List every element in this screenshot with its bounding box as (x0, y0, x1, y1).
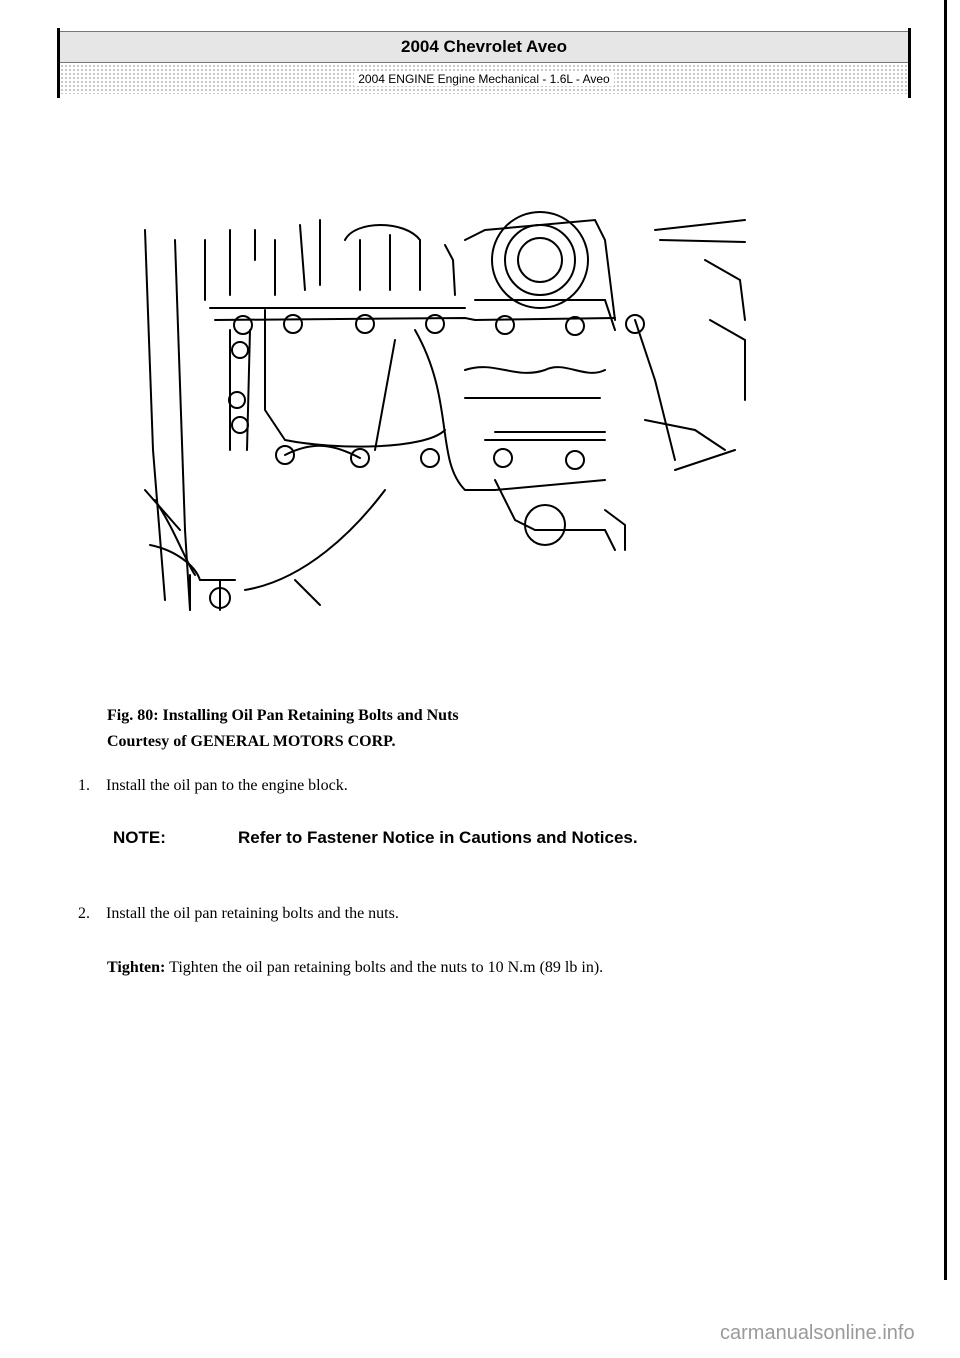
step-text: Install the oil pan retaining bolts and … (106, 905, 399, 922)
step-number: 1. (78, 777, 90, 794)
step-number: 2. (78, 905, 90, 922)
footer-watermark[interactable]: carmanualsonline.info (720, 1322, 915, 1344)
note-text: Refer to Fastener Notice in Cautions and… (238, 828, 638, 847)
tighten-instruction: Tighten: Tighten the oil pan retaining b… (107, 957, 603, 979)
step-text: Install the oil pan to the engine block. (106, 777, 348, 794)
tighten-text: Tighten the oil pan retaining bolts and … (165, 959, 604, 976)
page-right-border (944, 0, 947, 1280)
page-header: 2004 Chevrolet Aveo 2004 ENGINE Engine M… (57, 28, 911, 98)
figure-caption: Fig. 80: Installing Oil Pan Retaining Bo… (107, 707, 459, 724)
step-1: 1. Install the oil pan to the engine bloc… (78, 775, 348, 797)
tighten-label: Tighten: (107, 959, 166, 976)
note-label: NOTE: (113, 828, 166, 847)
header-subtitle-bar: 2004 ENGINE Engine Mechanical - 1.6L - A… (60, 64, 908, 94)
figure-courtesy: Courtesy of GENERAL MOTORS CORP. (107, 733, 396, 750)
header-subtitle: 2004 ENGINE Engine Mechanical - 1.6L - A… (354, 72, 614, 86)
header-title: 2004 Chevrolet Aveo (60, 31, 908, 63)
engine-oil-pan-illustration (144, 211, 746, 611)
step-2: 2. Install the oil pan retaining bolts an… (78, 903, 399, 925)
figure-caption-block: Fig. 80: Installing Oil Pan Retaining Bo… (107, 703, 459, 755)
